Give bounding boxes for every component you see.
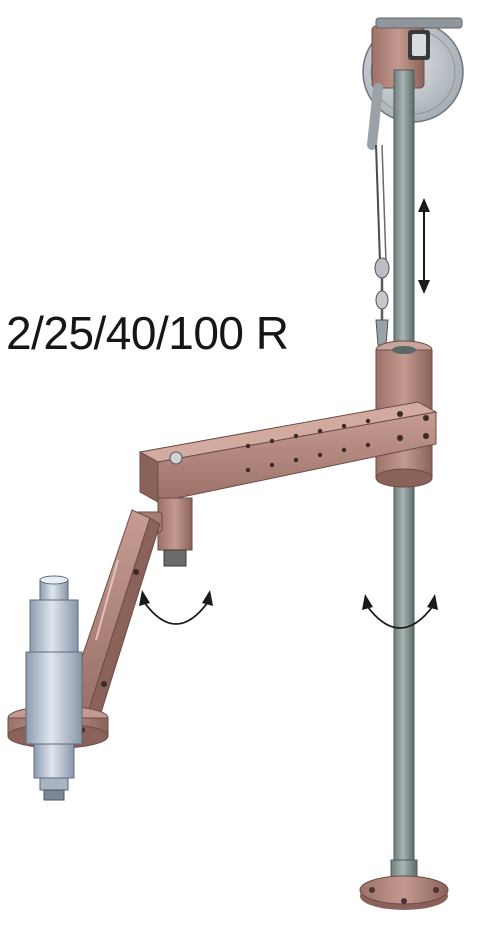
- model-label: 2/25/40/100 R: [6, 307, 289, 359]
- horizontal-arm: [138, 401, 438, 503]
- curved-double-arrow-icon: [362, 594, 438, 629]
- nutrunner-tool: [25, 575, 83, 801]
- base-flange: [359, 875, 449, 910]
- curved-double-arrow-icon: [139, 590, 213, 625]
- balancer-cable: [367, 83, 390, 346]
- double-arrow-vertical-icon: [418, 198, 430, 294]
